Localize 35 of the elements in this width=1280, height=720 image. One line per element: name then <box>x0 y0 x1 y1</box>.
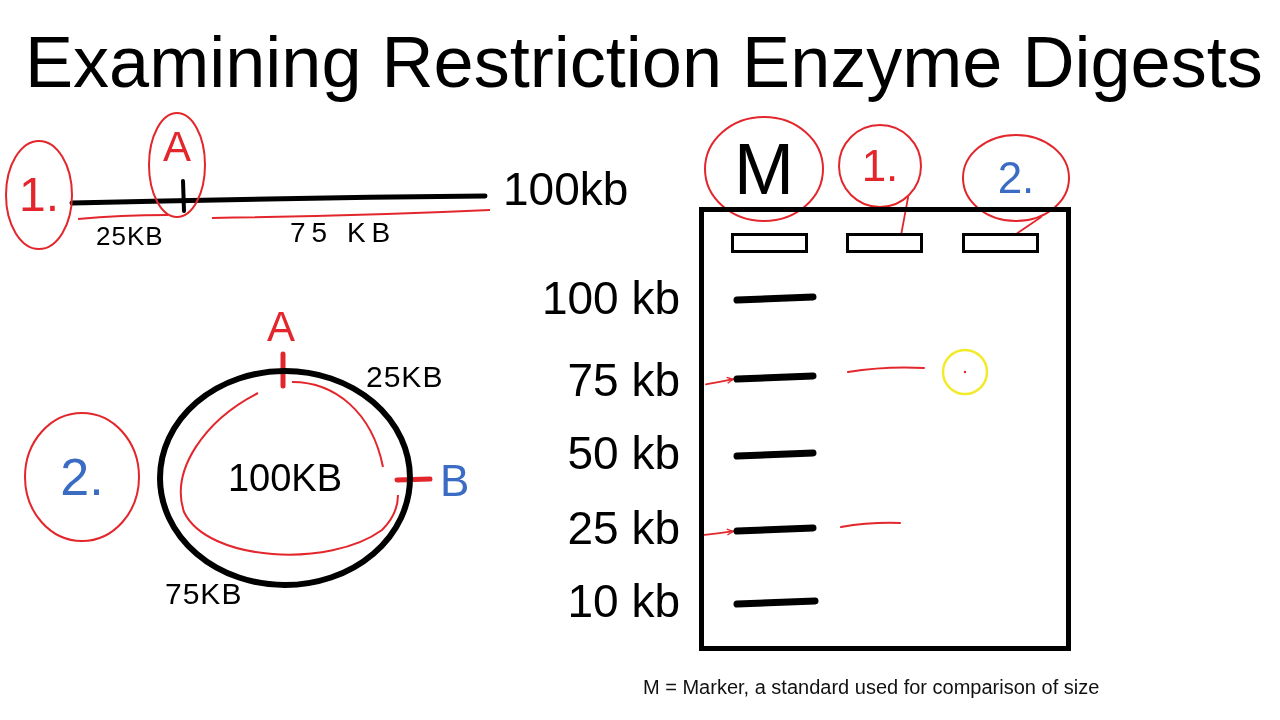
gel-well <box>962 233 1039 253</box>
sample-number: 2. <box>60 451 104 503</box>
size-label: 100kb <box>503 166 629 212</box>
ladder-size-label: 25 kb <box>567 504 680 551</box>
gel-well <box>846 233 923 253</box>
size-label: 25KB <box>366 362 444 392</box>
gel-well <box>731 233 808 253</box>
circled-letter <box>148 112 206 218</box>
size-label: 75KB <box>165 579 243 609</box>
gel-frame <box>699 207 1071 651</box>
dna-band <box>733 523 817 536</box>
site-label: A <box>163 126 191 168</box>
ladder-size-label: 75 kb <box>567 356 680 403</box>
dna-band <box>733 371 817 384</box>
ladder-size-label: 100 kb <box>541 274 680 321</box>
size-label: 100KB <box>227 459 343 497</box>
arrow <box>705 376 734 386</box>
circled-number <box>5 140 73 250</box>
site-label: B <box>440 459 470 503</box>
connector-line <box>1016 215 1043 234</box>
caption-text: M = Marker, a standard used for comparison of size <box>643 677 1100 697</box>
lane-label: 2. <box>997 156 1035 200</box>
circled-letter <box>704 116 824 222</box>
circled-number <box>838 124 922 208</box>
sample-number: 1. <box>19 171 59 219</box>
lane-label: M <box>734 133 794 205</box>
arrow <box>701 528 734 537</box>
size-label: 25KB <box>96 223 164 249</box>
circled-number <box>24 412 140 542</box>
size-label: 75 KB <box>290 219 397 247</box>
circled-number <box>962 134 1070 222</box>
lane-label: 1. <box>861 144 899 188</box>
site-label: A <box>267 306 295 348</box>
ladder-size-label: 10 kb <box>567 577 680 624</box>
ladder-size-label: 50 kb <box>567 429 680 476</box>
